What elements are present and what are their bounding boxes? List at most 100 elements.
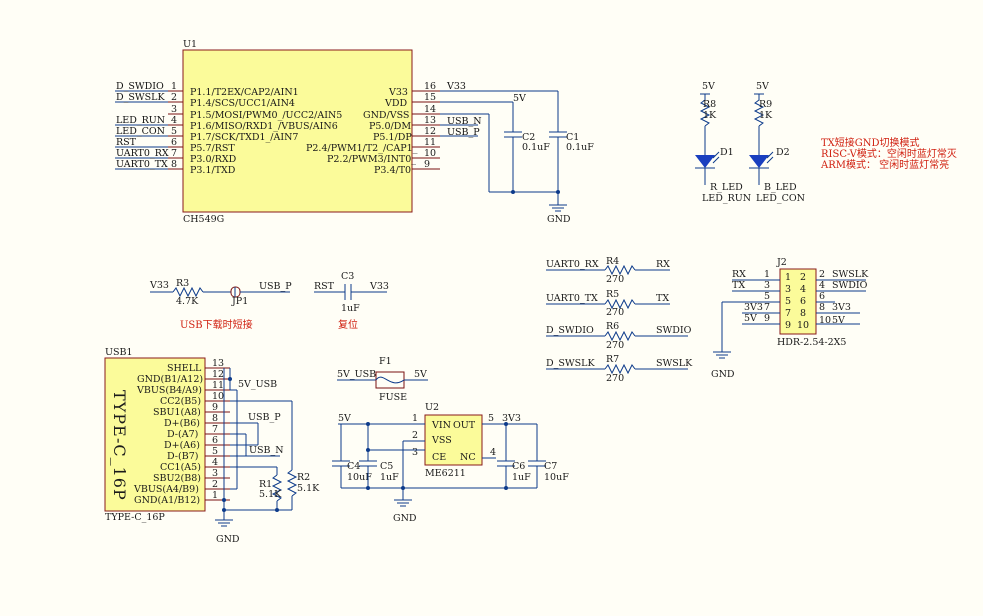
svg-text:270: 270 [606,307,624,318]
mcu-decoupling: C20.1uF C10.1uF GND [440,90,594,225]
svg-text:14: 14 [424,104,436,115]
usb1-body-label: TYPE-C_16P [110,390,129,501]
svg-text:RISC-V模式：空闲时蓝灯常灭: RISC-V模式：空闲时蓝灯常灭 [821,147,957,160]
svg-text:RX: RX [656,259,670,270]
svg-text:5: 5 [212,446,218,457]
usb1-body [104,357,206,512]
svg-text:RX: RX [732,269,746,280]
gnd-symbol-ldo: GND [393,499,417,524]
svg-text:SBU2(B8): SBU2(B8) [153,473,201,484]
svg-text:R7: R7 [606,354,619,365]
res-r1 [271,474,283,502]
svg-text:GND(B1/A12): GND(B1/A12) [137,374,203,385]
svg-text:10: 10 [424,148,436,159]
svg-text:4: 4 [800,284,806,295]
svg-text:USB下载时短接: USB下载时短接 [180,318,253,331]
svg-text:P1.4/SCS/UCC1/AIN4: P1.4/SCS/UCC1/AIN4 [190,98,295,109]
net-usb-p: USB_P [447,127,480,138]
svg-text:9: 9 [785,320,791,331]
cap-c1: C10.1uF [549,131,594,205]
net-5v-usb: 5V_USB [238,379,277,390]
u1-body [182,49,413,213]
net-d-swdio: D_SWDIO [116,81,164,92]
svg-text:11: 11 [424,137,436,148]
svg-text:7: 7 [764,302,770,313]
svg-text:6: 6 [171,137,177,148]
svg-text:10: 10 [212,391,224,402]
svg-text:3V3: 3V3 [744,302,763,313]
svg-text:P1.5/MOSI/PWM0_/UCC2/AIN5: P1.5/MOSI/PWM0_/UCC2/AIN5 [190,110,342,121]
svg-text:USB_P: USB_P [259,281,292,292]
svg-text:5.1K: 5.1K [259,489,282,500]
svg-text:5: 5 [488,413,494,424]
svg-text:VBUS(A4/B9): VBUS(A4/B9) [133,484,199,495]
svg-text:GND/VSS: GND/VSS [363,110,409,121]
svg-text:1K: 1K [759,110,773,121]
svg-text:2: 2 [412,430,418,441]
res-r9 [753,99,765,127]
svg-text:16: 16 [424,81,436,92]
ldo-u2: U2 ME6211 VIN OUT VSS CE NC 1 2 3 4 5 5V… [332,402,569,524]
svg-text:10: 10 [797,320,809,331]
net-rst: RST [116,137,137,148]
svg-text:ME6211: ME6211 [425,468,466,479]
svg-text:C4: C4 [347,461,360,472]
res-r2 [286,469,298,497]
svg-text:1K: 1K [703,110,717,121]
svg-text:5V: 5V [414,369,427,380]
svg-text:4: 4 [212,457,218,468]
svg-text:3: 3 [764,280,770,291]
fuse-f1: F1 5V_USB 5V FUSE [337,356,428,403]
net-usb-n: USB_N [447,116,482,127]
svg-text:GND: GND [547,214,571,225]
svg-text:9: 9 [764,313,770,324]
svg-text:1: 1 [171,81,177,92]
svg-text:4.7K: 4.7K [176,296,199,307]
svg-text:NC: NC [460,452,476,463]
svg-text:TX: TX [732,280,745,291]
svg-text:SWSLK: SWSLK [656,358,693,369]
svg-text:2: 2 [819,269,825,280]
svg-text:复位: 复位 [338,318,358,331]
svg-text:4: 4 [490,447,496,458]
svg-text:D_SWSLK: D_SWSLK [546,358,595,369]
svg-text:8: 8 [800,308,806,319]
svg-text:3V3: 3V3 [502,413,521,424]
svg-text:ARM模式： 空闲时蓝灯常亮: ARM模式： 空闲时蓝灯常亮 [820,158,949,171]
net-d-swslk: D_SWSLK [116,92,165,103]
svg-text:CC2(B5): CC2(B5) [160,396,201,407]
net-uart0-tx: UART0_TX [116,159,168,170]
svg-text:JP1: JP1 [231,296,248,307]
svg-text:USB_N: USB_N [249,445,284,456]
svg-text:GND: GND [216,534,240,545]
svg-text:TX: TX [656,293,669,304]
svg-text:4: 4 [819,280,825,291]
svg-text:12: 12 [212,369,224,380]
svg-text:V33: V33 [369,281,389,292]
svg-text:VIN: VIN [431,420,451,431]
svg-text:TYPE-C_16P: TYPE-C_16P [105,512,165,523]
svg-text:5V: 5V [338,413,351,424]
svg-text:1: 1 [764,269,770,280]
svg-text:2: 2 [171,92,177,103]
svg-text:GND(A1/B12): GND(A1/B12) [134,495,200,506]
net-led-run: LED_RUN [116,115,165,126]
usb-boot-pullup: V33 R3 4.7K JP1 USB_P USB下载时短接 [149,278,292,331]
svg-text:UART0_TX: UART0_TX [546,293,598,304]
svg-text:R5: R5 [606,289,619,300]
